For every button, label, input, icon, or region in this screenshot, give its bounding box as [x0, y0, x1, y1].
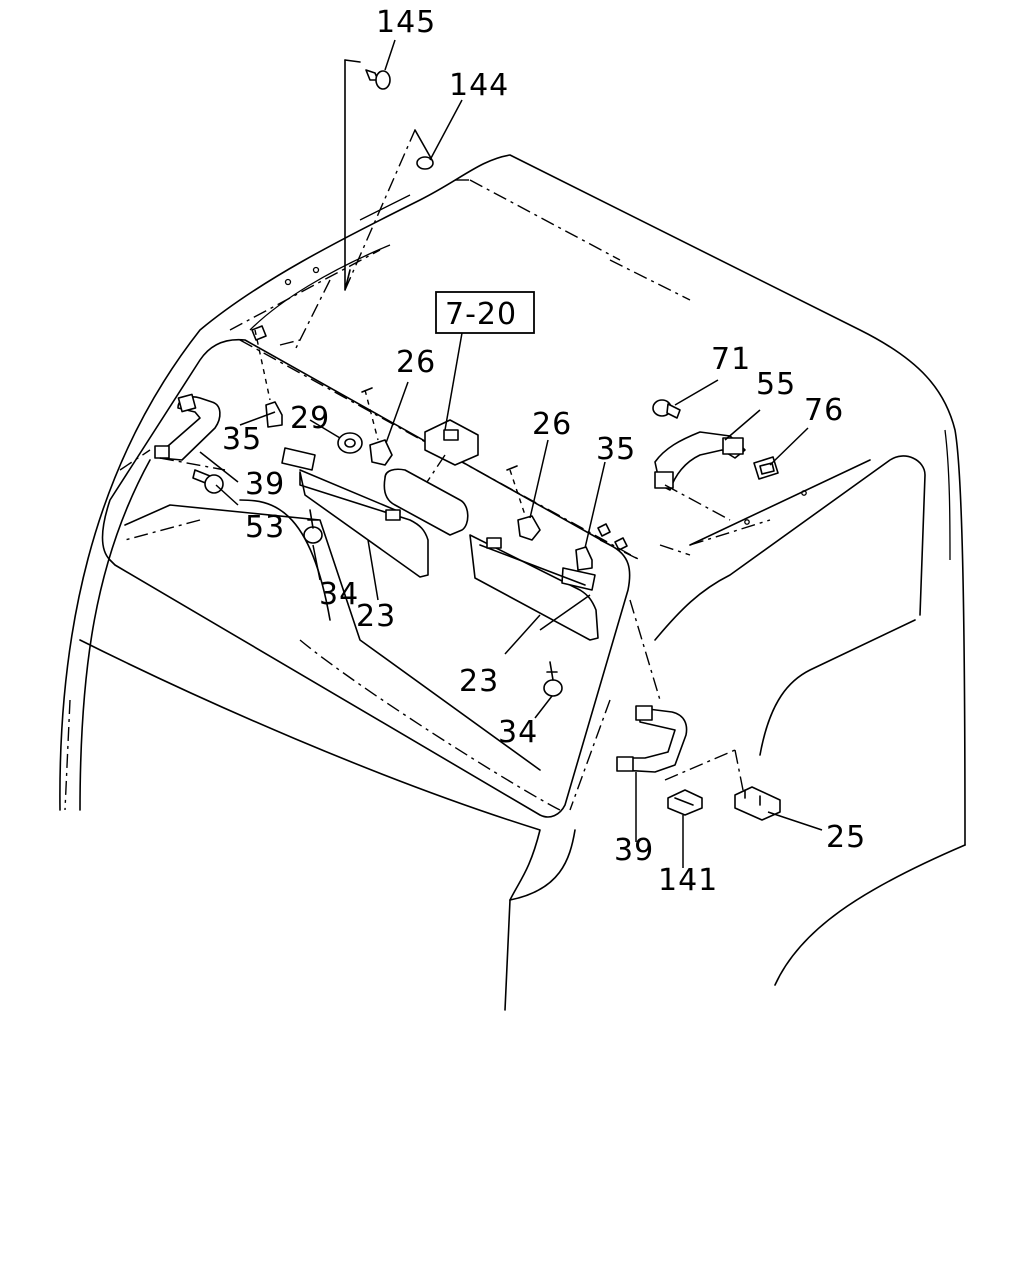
- callout-39-left: 39: [245, 467, 285, 502]
- callout-55: 55: [756, 367, 796, 402]
- callout-labels: 145 144 7-20 71 55 76 26 26 29 35 35 39 …: [222, 5, 866, 898]
- callout-35-left: 35: [222, 422, 262, 457]
- screw-34-left-icon: [303, 509, 323, 544]
- callout-39-right: 39: [614, 833, 654, 868]
- bracket-25-icon: [734, 786, 781, 821]
- screw-34-right-icon: [543, 661, 563, 697]
- section-reference-box[interactable]: [435, 291, 535, 334]
- bolt-71-icon: [652, 399, 681, 419]
- roof-hole: [284, 278, 292, 286]
- callout-25: 25: [826, 820, 866, 855]
- grommet-144-icon: [416, 156, 434, 170]
- callout-23-left: 23: [356, 599, 396, 634]
- visor-hook-26-left-icon: [361, 387, 393, 466]
- sun-visor-left-icon: [281, 447, 429, 578]
- callout-26-left: 26: [396, 345, 436, 380]
- assist-grip-39-left-icon: [154, 393, 226, 471]
- callout-34-right: 34: [498, 715, 538, 750]
- callout-23-right: 23: [459, 664, 499, 699]
- callout-34-left: 34: [319, 577, 359, 612]
- rearview-mirror-icon: [383, 468, 469, 536]
- callout-35-right: 35: [596, 432, 636, 467]
- callout-144: 144: [449, 68, 509, 103]
- grommet-29-icon: [337, 432, 363, 454]
- roof-hole: [744, 519, 750, 525]
- callout-71: 71: [711, 342, 751, 377]
- callout-29: 29: [290, 401, 330, 436]
- callout-26-right: 26: [532, 407, 572, 442]
- leader-lines: [199, 39, 823, 868]
- roof-antenna-assembly: [279, 59, 433, 351]
- roof-hole: [312, 266, 320, 274]
- screw-145-icon: [365, 69, 391, 90]
- sun-visor-right-icon: [469, 534, 599, 641]
- assist-grip-39-right-icon: [616, 705, 688, 773]
- clip-141-icon: [667, 789, 703, 816]
- roof-hole: [801, 490, 807, 496]
- callout-76: 76: [804, 393, 844, 428]
- cab-outline: [59, 154, 966, 1011]
- room-lamp-icon: [414, 419, 479, 501]
- assist-grip-55-icon: [654, 431, 746, 521]
- callout-141: 141: [658, 863, 718, 898]
- bolt-53-icon: [192, 469, 224, 494]
- visor-clip-35-left-icon: [251, 325, 283, 428]
- callout-7-20[interactable]: 7-20: [445, 297, 517, 332]
- callout-53: 53: [245, 510, 285, 545]
- visor-clip-35-right-icon: [575, 523, 628, 571]
- callout-145: 145: [376, 5, 436, 40]
